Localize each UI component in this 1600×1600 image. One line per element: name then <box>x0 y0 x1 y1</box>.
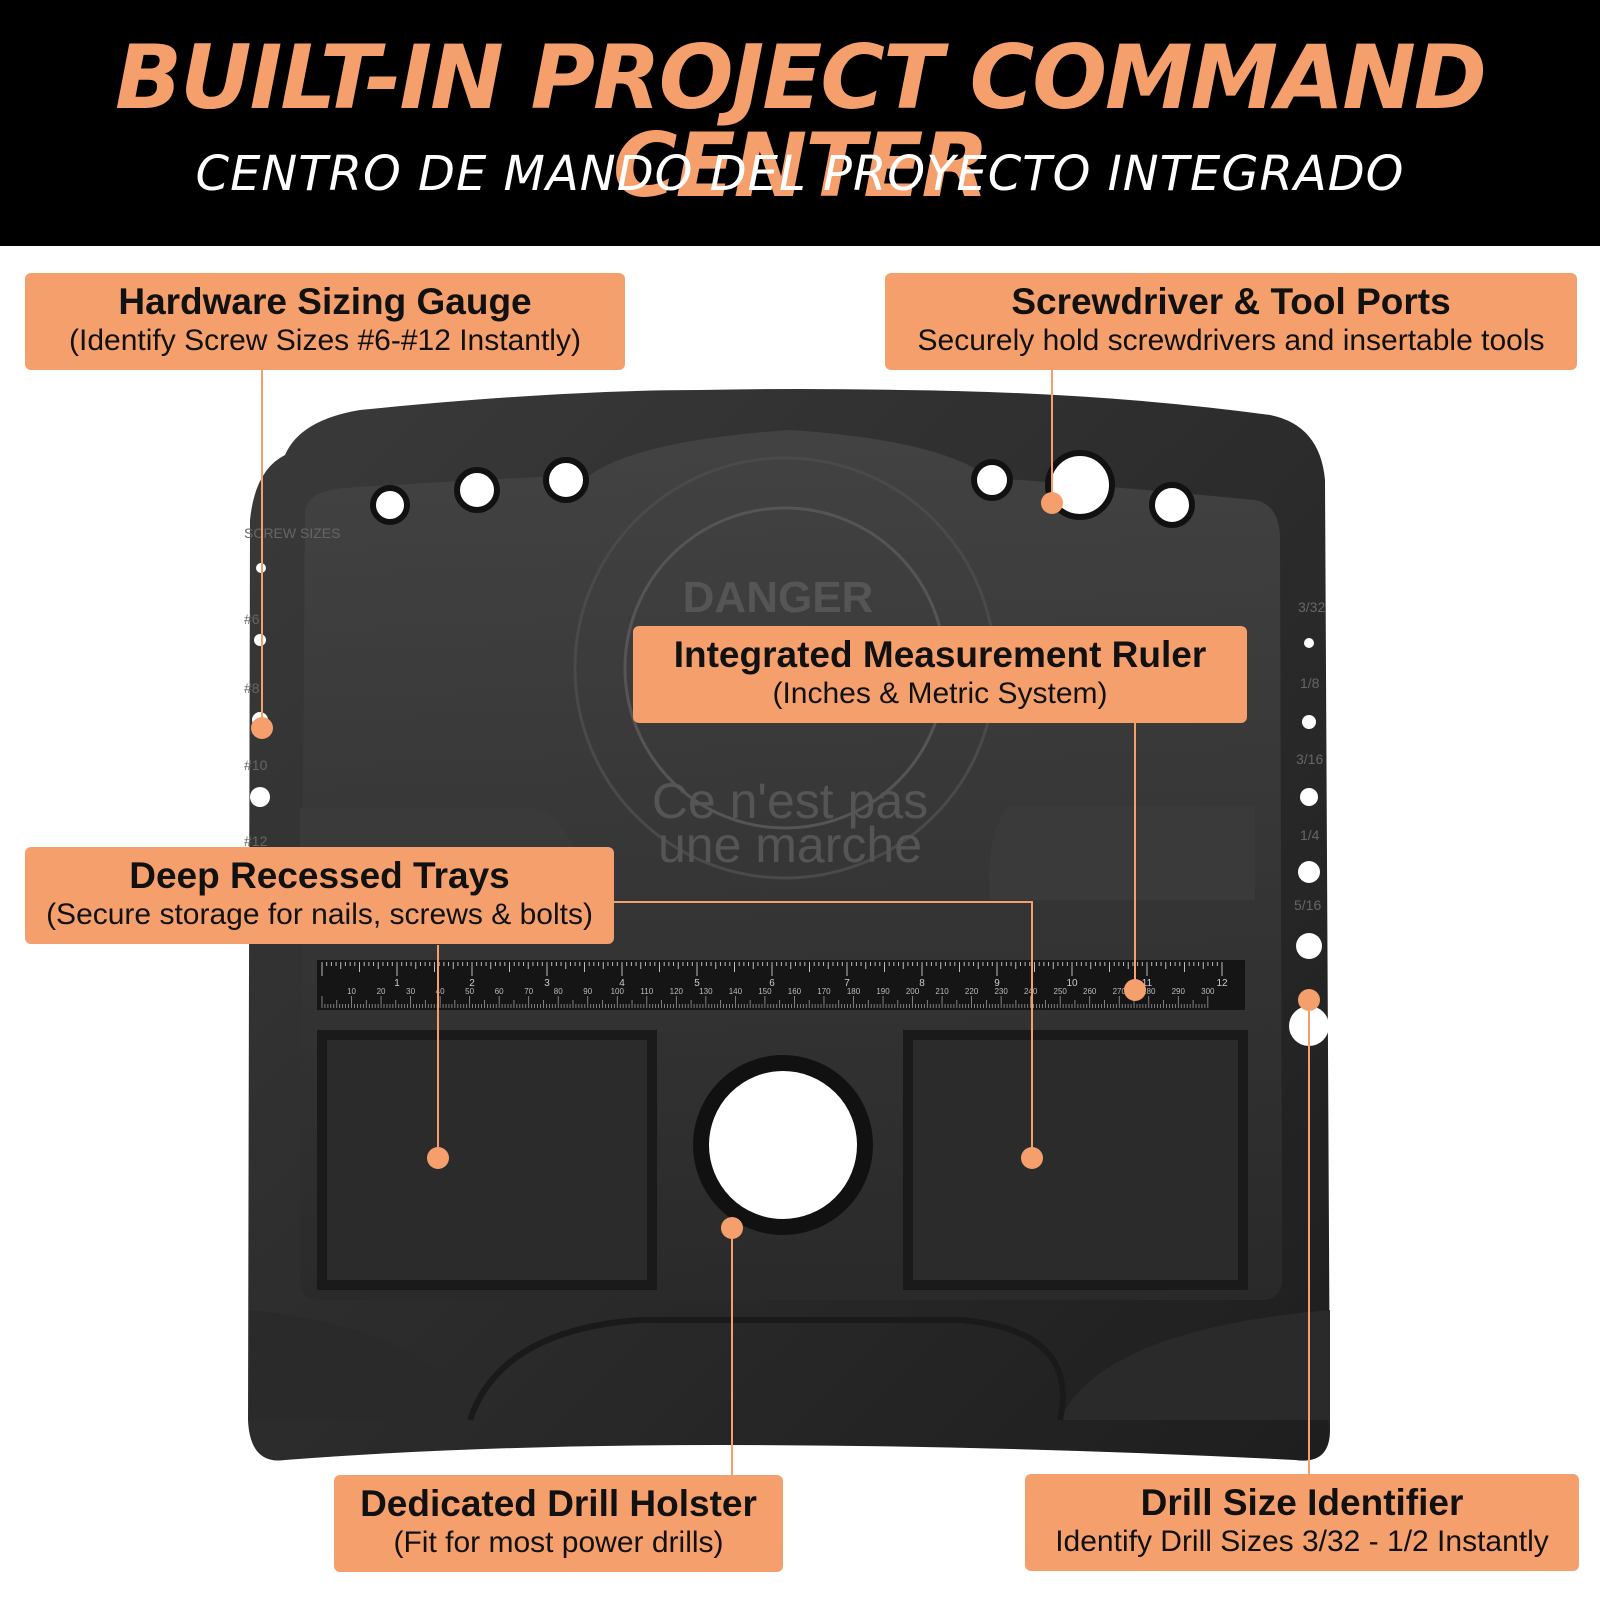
ruler-cm-label: 30 <box>406 987 415 996</box>
callout-trays-title: Deep Recessed Trays <box>129 855 510 896</box>
ruler-cm-label: 250 <box>1054 987 1068 996</box>
ruler-cm-label: 200 <box>906 987 920 996</box>
ruler-cm-label: 270 <box>1113 987 1127 996</box>
ruler-cm-label: 70 <box>524 987 533 996</box>
callout-drill-size-title: Drill Size Identifier <box>1140 1482 1464 1523</box>
ruler-cm-label: 170 <box>817 987 831 996</box>
ruler-cm-label: 150 <box>758 987 772 996</box>
callout-holster-title: Dedicated Drill Holster <box>360 1483 757 1524</box>
ruler-inch-label: 1 <box>394 978 400 989</box>
callout-holster-subtitle: (Fit for most power drills) <box>393 1526 724 1559</box>
ruler-inch-label: 9 <box>994 978 1000 989</box>
ruler-cm-label: 260 <box>1083 987 1097 996</box>
callout-screwdriver-ports: Screwdriver & Tool Ports Securely hold s… <box>885 273 1577 370</box>
drill-size-3-32: 3/32 <box>1298 599 1325 615</box>
ruler-cm-label: 110 <box>640 987 653 996</box>
ruler-cm-label: 90 <box>583 987 592 996</box>
page-title: BUILT-IN PROJECT COMMAND CENTER <box>115 26 1487 217</box>
ruler-inch-label: 11 <box>1142 978 1153 989</box>
callout-trays-subtitle: (Secure storage for nails, screws & bolt… <box>46 898 593 931</box>
ruler-cm-label: 220 <box>965 987 979 996</box>
callout-screwdriver-title: Screwdriver & Tool Ports <box>1011 281 1451 322</box>
drill-size-1-8: 1/8 <box>1300 675 1320 691</box>
ruler-cm-label: 300 <box>1201 987 1215 996</box>
ruler-inch-label: 5 <box>694 978 700 989</box>
screw-size-12: #12 <box>244 833 268 849</box>
ruler-cm-label: 160 <box>788 987 802 996</box>
page-subtitle: CENTRO DE MANDO DEL PROYECTO INTEGRADO <box>195 146 1405 202</box>
ruler-cm-label: 40 <box>436 987 445 996</box>
drill-size-1-4: 1/4 <box>1300 827 1320 843</box>
header-banner: BUILT-IN PROJECT COMMAND CENTER CENTRO D… <box>0 0 1600 246</box>
ruler-cm-label: 20 <box>377 987 386 996</box>
ruler-cm-label: 190 <box>876 987 890 996</box>
ruler-inch-label: 12 <box>1216 978 1228 989</box>
ruler-inch-label: 7 <box>844 978 850 989</box>
measurement-ruler <box>317 960 1245 1010</box>
callout-measurement-ruler: Integrated Measurement Ruler (Inches & M… <box>633 626 1247 723</box>
leader-lines <box>261 370 1310 1475</box>
french-text-2: une marche <box>658 817 922 873</box>
ruler-cm-label: 10 <box>347 987 356 996</box>
ruler-cm-label: 280 <box>1142 987 1156 996</box>
ruler-cm-label: 180 <box>847 987 861 996</box>
ruler-cm-label: 290 <box>1172 987 1186 996</box>
callout-ruler-title: Integrated Measurement Ruler <box>673 634 1207 675</box>
ruler-cm-label: 120 <box>670 987 684 996</box>
ruler-inch-label: 4 <box>619 978 625 989</box>
drill-holster <box>693 1055 873 1235</box>
ruler-cm-label: 80 <box>554 987 563 996</box>
ruler-cm-label: 210 <box>935 987 949 996</box>
danger-text: DANGER <box>683 573 874 622</box>
ruler-cm-label: 60 <box>495 987 504 996</box>
callout-screwdriver-subtitle: Securely hold screwdrivers and insertabl… <box>917 324 1545 357</box>
right-tray <box>903 1030 1248 1290</box>
callout-drill-size-subtitle: Identify Drill Sizes 3/32 - 1/2 Instantl… <box>1055 1525 1549 1558</box>
screw-size-6: #6 <box>244 611 260 627</box>
drill-size-5-16: 5/16 <box>1294 897 1321 913</box>
ruler-cm-label: 50 <box>465 987 474 996</box>
left-tray <box>317 1030 657 1290</box>
screw-size-8: #8 <box>244 680 260 696</box>
ruler-inch-label: 3 <box>544 978 550 989</box>
ruler-cm-label: 100 <box>611 987 625 996</box>
drill-size-3-16: 3/16 <box>1296 751 1323 767</box>
callout-drill-size: Drill Size Identifier Identify Drill Siz… <box>1025 1474 1579 1571</box>
tray-bottom-cutout <box>250 1310 470 1420</box>
ruler-inch-label: 8 <box>919 978 925 989</box>
ruler-inch-label: 6 <box>769 978 775 989</box>
ruler-inch-label: 2 <box>469 978 475 989</box>
callout-hardware-subtitle: (Identify Screw Sizes #6-#12 Instantly) <box>69 324 581 357</box>
callout-ruler-subtitle: (Inches & Metric System) <box>772 677 1108 710</box>
screw-size-10: #10 <box>244 757 268 773</box>
callout-hardware-title: Hardware Sizing Gauge <box>118 281 532 322</box>
ruler-cm-label: 130 <box>699 987 713 996</box>
leader-dots <box>251 492 1320 1239</box>
screw-sizes-label: SCREW SIZES <box>244 525 340 541</box>
ruler-cm-label: 240 <box>1024 987 1038 996</box>
ruler-cm-label: 230 <box>994 987 1008 996</box>
ruler-cm-label: 140 <box>729 987 743 996</box>
callout-drill-holster: Dedicated Drill Holster (Fit for most po… <box>334 1475 783 1572</box>
french-text-1: Ce n'est pas <box>652 773 928 829</box>
callout-hardware-gauge: Hardware Sizing Gauge (Identify Screw Si… <box>25 273 625 370</box>
ruler-inch-label: 10 <box>1066 978 1078 989</box>
tool-ports <box>370 450 1195 528</box>
callout-recessed-trays: Deep Recessed Trays (Secure storage for … <box>25 847 614 944</box>
